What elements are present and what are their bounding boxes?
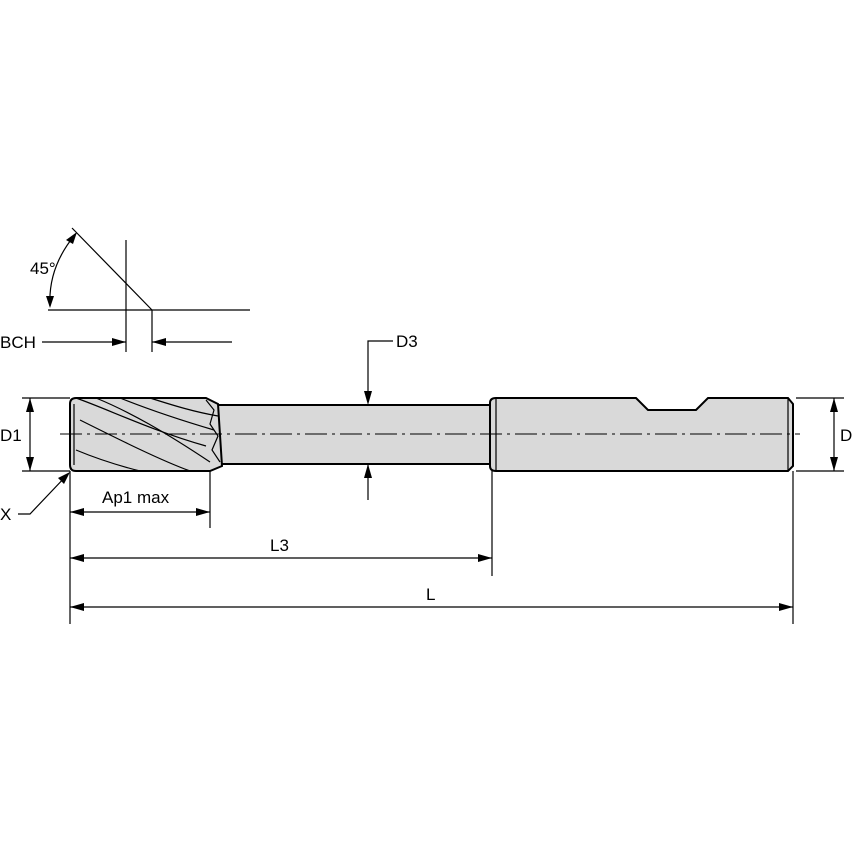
- x-label: X: [0, 505, 11, 524]
- d1-dimension: D1: [0, 397, 70, 472]
- d3-leader: [367, 340, 393, 402]
- angle-arrow-top: [66, 232, 77, 244]
- bch-label: BCH: [0, 333, 36, 352]
- bch-arrow-left: [112, 338, 126, 346]
- ap1-dimension: Ap1 max: [69, 471, 211, 624]
- d-label: D: [840, 426, 852, 445]
- l3-label: L3: [270, 536, 289, 555]
- d1-label: D1: [0, 426, 22, 445]
- d-dimension: D: [796, 397, 852, 472]
- x-callout: X: [0, 472, 70, 524]
- d3-dimension: D3: [364, 332, 418, 500]
- flutes: [73, 397, 221, 472]
- chamfer-detail: 45° BCH: [0, 227, 250, 352]
- angle-arrow-bottom: [46, 296, 54, 308]
- x-leader: [18, 473, 69, 515]
- d3-arrow-top: [364, 391, 372, 405]
- d3-arrow-bottom: [364, 464, 372, 478]
- d3-label: D3: [396, 332, 418, 351]
- l-label: L: [426, 585, 435, 604]
- end-mill-body: [60, 397, 800, 472]
- l-dimension: L: [70, 471, 794, 624]
- l3-dimension: L3: [70, 471, 493, 576]
- chamfer-bevel-line: [71, 227, 153, 311]
- angle-label: 45°: [30, 259, 56, 278]
- ap1-label: Ap1 max: [102, 488, 170, 507]
- bch-arrow-right: [152, 338, 166, 346]
